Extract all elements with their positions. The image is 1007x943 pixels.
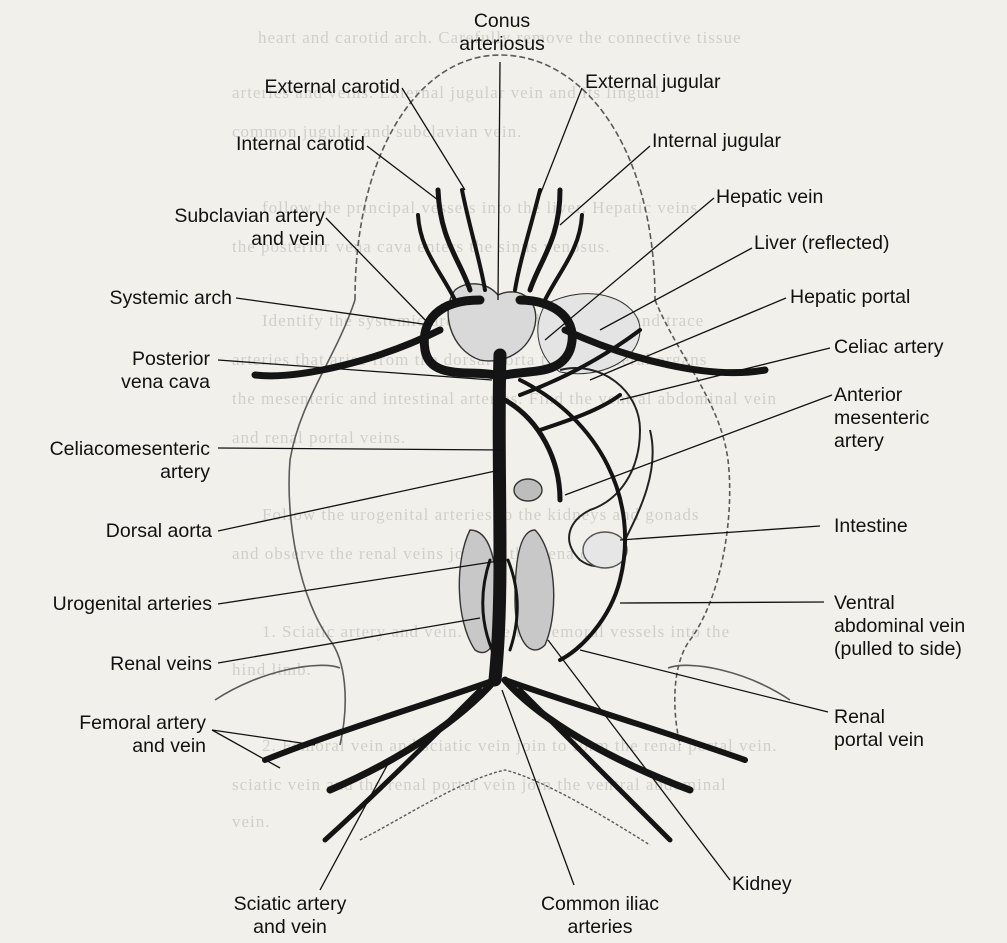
leader-renal-portal — [580, 650, 828, 712]
leader-subclavian — [326, 218, 430, 325]
leader-anterior-mesenteric — [565, 395, 832, 495]
leader-intestine — [620, 526, 820, 540]
leader-femoral-1 — [212, 730, 315, 745]
pelvic-outline — [360, 770, 650, 845]
left-leg-outline — [215, 665, 340, 700]
label-anterior-mesenteric: Anterior mesenteric artery — [834, 384, 974, 453]
jugular-left — [418, 215, 455, 300]
label-urogenital-arteries: Urogenital arteries — [2, 593, 212, 616]
label-subclavian: Subclavian artery and vein — [120, 205, 325, 251]
jugular-right — [545, 215, 582, 300]
right-leg-outline — [668, 665, 790, 700]
heart-shape — [448, 284, 536, 361]
leader-internal-jugular — [560, 146, 650, 225]
label-celiacomesenteric: Celiacomesenteric artery — [2, 438, 210, 484]
leader-dorsal-aorta — [218, 470, 500, 531]
label-internal-jugular: Internal jugular — [652, 130, 852, 153]
label-conus-arteriosus: Conus arteriosus — [452, 10, 552, 56]
label-internal-carotid: Internal carotid — [175, 133, 365, 156]
femoral-left — [265, 680, 495, 760]
leader-renal-veins — [218, 618, 480, 663]
label-renal-portal-vein: Renal portal vein — [834, 706, 974, 752]
label-systemic-arch: Systemic arch — [60, 287, 232, 310]
leader-common-iliac — [502, 690, 574, 885]
spleen-blob — [583, 532, 627, 568]
label-dorsal-aorta: Dorsal aorta — [60, 520, 212, 543]
label-liver: Liver (reflected) — [754, 232, 944, 255]
label-intestine: Intestine — [834, 515, 954, 538]
leader-kidney — [548, 640, 730, 880]
right-kidney-shape — [515, 530, 554, 650]
leader-external-carotid — [402, 88, 465, 190]
leader-celiacomesenteric — [218, 448, 505, 450]
label-ventral-abdominal-vein: Ventral abdominal vein (pulled to side) — [834, 592, 1004, 661]
label-external-carotid: External carotid — [215, 76, 400, 99]
label-kidney: Kidney — [732, 873, 832, 896]
label-common-iliac: Common iliac arteries — [520, 893, 680, 939]
label-hepatic-portal: Hepatic portal — [790, 286, 970, 309]
leader-ventral-abdominal — [620, 602, 824, 603]
label-external-jugular: External jugular — [585, 71, 785, 94]
label-renal-veins: Renal veins — [60, 653, 212, 676]
leader-internal-carotid — [367, 146, 438, 200]
label-posterior-vena-cava: Posterior vena cava — [80, 348, 210, 394]
leader-femoral-2 — [212, 730, 280, 768]
label-hepatic-vein: Hepatic vein — [716, 186, 876, 209]
leader-celiac — [620, 348, 830, 400]
dorsal-aorta-vessel — [495, 355, 500, 680]
leader-conus — [498, 62, 500, 300]
leader-systemic-arch — [236, 298, 430, 325]
label-femoral: Femoral artery and vein — [30, 712, 206, 758]
label-celiac-artery: Celiac artery — [834, 336, 994, 359]
leader-external-jugular — [540, 88, 582, 195]
label-sciatic: Sciatic artery and vein — [210, 893, 370, 939]
femoral-right — [505, 680, 745, 760]
stomach-blob — [514, 479, 542, 501]
leader-liver — [600, 248, 752, 330]
